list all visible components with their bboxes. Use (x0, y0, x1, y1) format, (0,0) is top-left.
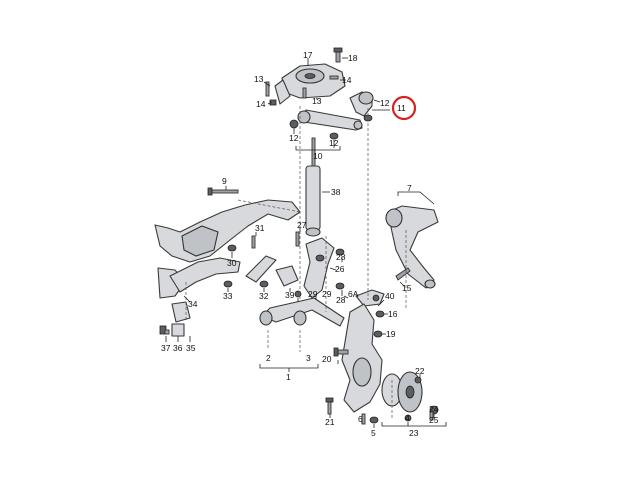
label-6: 6 (358, 414, 363, 424)
washer-19 (373, 330, 383, 338)
bolt-4 (404, 414, 412, 422)
bolt-25 (429, 411, 434, 421)
bushing-12-left (289, 119, 299, 129)
label-27: 27 (297, 220, 307, 230)
upper-arm-10 (297, 109, 363, 131)
upper-arm-11 (349, 91, 374, 122)
bolt-14-left (269, 99, 277, 106)
stabilizer-link-31 (251, 235, 256, 249)
lower-arm-1 (259, 297, 345, 327)
label-18: 18 (348, 53, 358, 63)
label-29-right: 29 (322, 289, 332, 299)
label-38: 38 (331, 187, 341, 197)
label-11: 11 (397, 103, 406, 113)
label-7: 7 (407, 183, 412, 193)
label-19: 19 (386, 329, 396, 339)
ball-joint-40 (355, 289, 385, 307)
label-6A: 6A (348, 289, 359, 299)
label-28-top: 28 (336, 252, 346, 262)
part-labels: 17 18 13 14 14 13 12 11 12 12 10 9 38 7 … (161, 50, 439, 438)
label-28-bottom: 28 (336, 295, 346, 305)
label-3: 3 (306, 353, 311, 363)
bushing-34 (171, 301, 191, 323)
bolt-21 (325, 397, 334, 415)
label-9: 9 (222, 176, 227, 186)
nut-33 (223, 280, 233, 288)
label-36: 36 (173, 343, 183, 353)
highlight-circle-11 (391, 95, 417, 121)
label-24: 24 (429, 404, 439, 414)
label-29-left: 29 (308, 289, 318, 299)
label-40: 40 (385, 291, 395, 301)
label-23: 23 (409, 428, 419, 438)
bolt-20 (333, 347, 349, 357)
label-31: 31 (255, 223, 265, 233)
label-12-left: 12 (289, 133, 299, 143)
label-15: 15 (402, 283, 412, 293)
bolt-9 (207, 187, 239, 196)
link-32 (245, 255, 277, 288)
leader-lines (165, 57, 447, 428)
wheel-bearing-housing (341, 303, 383, 413)
label-25: 25 (429, 415, 439, 425)
label-2: 2 (266, 353, 271, 363)
label-37: 37 (161, 343, 171, 353)
label-32: 32 (259, 291, 269, 301)
bracket-39 (275, 265, 302, 298)
bolt-18 (333, 47, 343, 63)
label-33: 33 (223, 291, 233, 301)
label-34: 34 (188, 299, 198, 309)
bolt-16 (375, 310, 385, 318)
label-12-right: 12 (329, 138, 339, 148)
shock-absorber-38 (305, 137, 321, 237)
bolt-15 (395, 267, 411, 281)
label-14-left: 14 (256, 99, 266, 109)
label-39: 39 (285, 290, 295, 300)
label-35: 35 (186, 343, 196, 353)
label-14-right: 14 (342, 75, 352, 85)
label-26: 26 (335, 264, 345, 274)
bolt-13 (265, 81, 270, 97)
label-20: 20 (322, 354, 332, 364)
label-22: 22 (415, 366, 425, 376)
bolt-13-lower (302, 87, 307, 99)
subframe (154, 199, 301, 299)
upper-mount-17 (274, 63, 346, 105)
label-17: 17 (303, 50, 313, 60)
label-30: 30 (227, 258, 237, 268)
bushing-12-right (329, 132, 339, 140)
label-5: 5 (371, 428, 376, 438)
label-10: 10 (313, 151, 323, 161)
bushing-30 (227, 244, 237, 252)
label-21: 21 (325, 417, 335, 427)
bolt-14-right (329, 75, 339, 80)
label-12-top: 12 (380, 98, 390, 108)
bolt-5 (361, 413, 366, 425)
label-1: 1 (286, 372, 291, 382)
wishbone-7 (385, 205, 439, 289)
bolt-22 (414, 376, 422, 384)
label-13-lower: 13 (312, 96, 322, 106)
label-16: 16 (388, 309, 398, 319)
label-13: 13 (254, 74, 264, 84)
bolt-6 (369, 416, 379, 424)
assembly-guides (185, 106, 407, 420)
nut-28 (335, 248, 345, 290)
label-4: 4 (405, 413, 410, 423)
parts-35-36-37 (159, 323, 185, 337)
bolt-27 (295, 231, 300, 247)
